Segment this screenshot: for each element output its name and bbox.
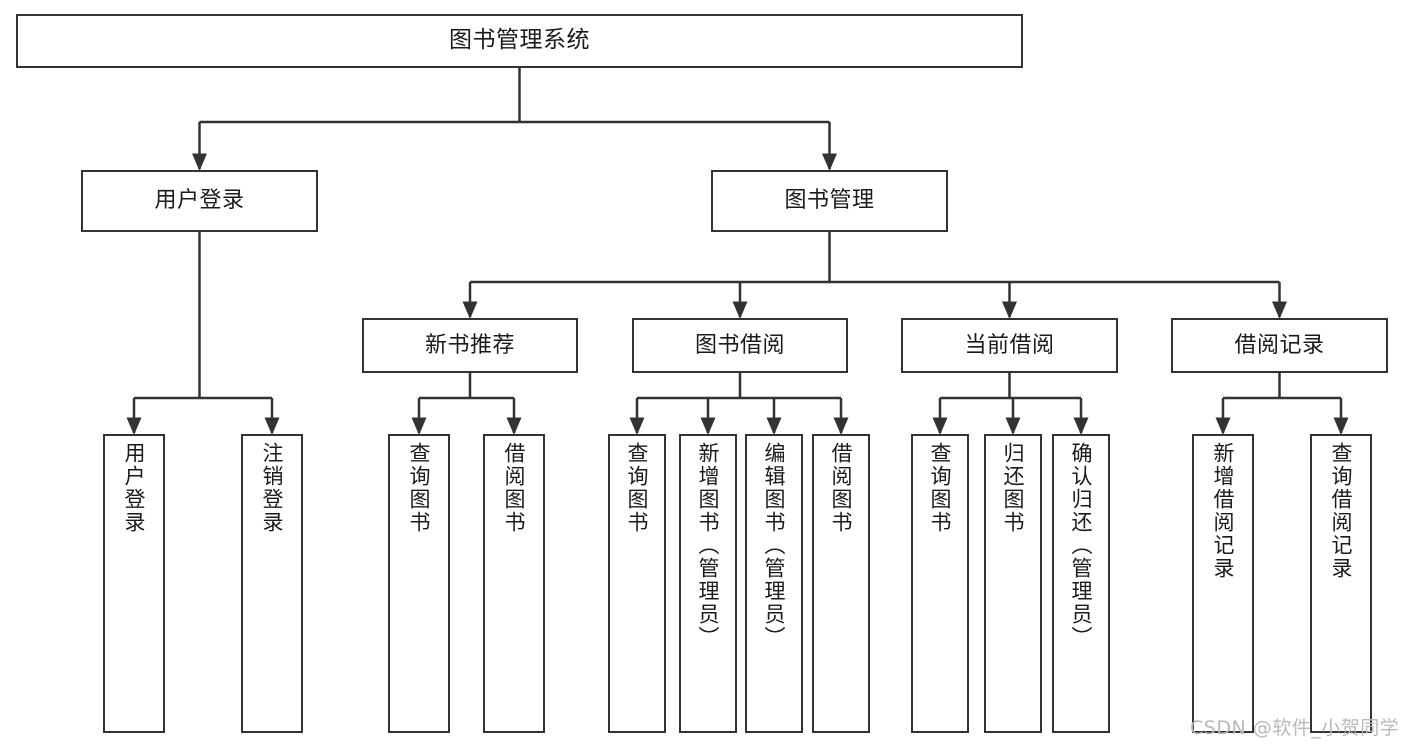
node-leaf-query-book-1[interactable]: 查询图书 [388, 434, 450, 733]
node-leaf-edit-book[interactable]: 编辑图书（管理员） [745, 434, 803, 733]
node-current-borrow[interactable]: 当前借阅 [901, 318, 1118, 373]
csdn-watermark: CSDN @软件_小贺同学 [1190, 717, 1400, 739]
node-label: 图书借阅 [694, 332, 785, 358]
node-label: 查询借阅记录 [1329, 442, 1354, 580]
node-root[interactable]: 图书管理系统 [16, 14, 1023, 68]
node-book-manage[interactable]: 图书管理 [711, 170, 948, 232]
node-label: 新增图书（管理员） [696, 442, 721, 649]
node-label: 归还图书 [1001, 442, 1026, 534]
node-label: 新增借阅记录 [1211, 442, 1236, 580]
node-label: 借阅图书 [829, 442, 854, 534]
node-leaf-borrow-book-1[interactable]: 借阅图书 [483, 434, 545, 733]
node-leaf-user-logout[interactable]: 注销登录 [241, 434, 303, 733]
node-leaf-query-book-2[interactable]: 查询图书 [608, 434, 666, 733]
node-leaf-return-book[interactable]: 归还图书 [984, 434, 1042, 733]
node-leaf-confirm-return[interactable]: 确认归还（管理员） [1052, 434, 1110, 733]
node-label: 当前借阅 [964, 332, 1055, 358]
node-label: 借阅记录 [1234, 332, 1325, 358]
node-leaf-query-book-3[interactable]: 查询图书 [911, 434, 969, 733]
node-leaf-query-record[interactable]: 查询借阅记录 [1310, 434, 1372, 733]
node-new-book-rec[interactable]: 新书推荐 [362, 318, 578, 373]
node-label: 用户登录 [122, 442, 147, 534]
node-label: 图书管理 [784, 188, 875, 214]
node-leaf-user-login[interactable]: 用户登录 [103, 434, 165, 733]
node-label: 查询图书 [407, 442, 432, 534]
node-leaf-borrow-book-2[interactable]: 借阅图书 [812, 434, 870, 733]
node-leaf-add-book[interactable]: 新增图书（管理员） [679, 434, 737, 733]
node-label: 注销登录 [260, 442, 285, 534]
node-leaf-add-record[interactable]: 新增借阅记录 [1192, 434, 1254, 733]
node-label: 确认归还（管理员） [1069, 442, 1094, 649]
node-book-borrow[interactable]: 图书借阅 [632, 318, 848, 373]
node-label: 借阅图书 [502, 442, 527, 534]
node-label: 新书推荐 [424, 332, 515, 358]
node-label: 编辑图书（管理员） [762, 442, 787, 649]
node-label: 图书管理系统 [449, 27, 590, 54]
node-label: 用户登录 [154, 188, 245, 214]
node-borrow-record[interactable]: 借阅记录 [1171, 318, 1388, 373]
node-label: 查询图书 [928, 442, 953, 534]
node-user-login[interactable]: 用户登录 [81, 170, 318, 232]
node-label: 查询图书 [625, 442, 650, 534]
